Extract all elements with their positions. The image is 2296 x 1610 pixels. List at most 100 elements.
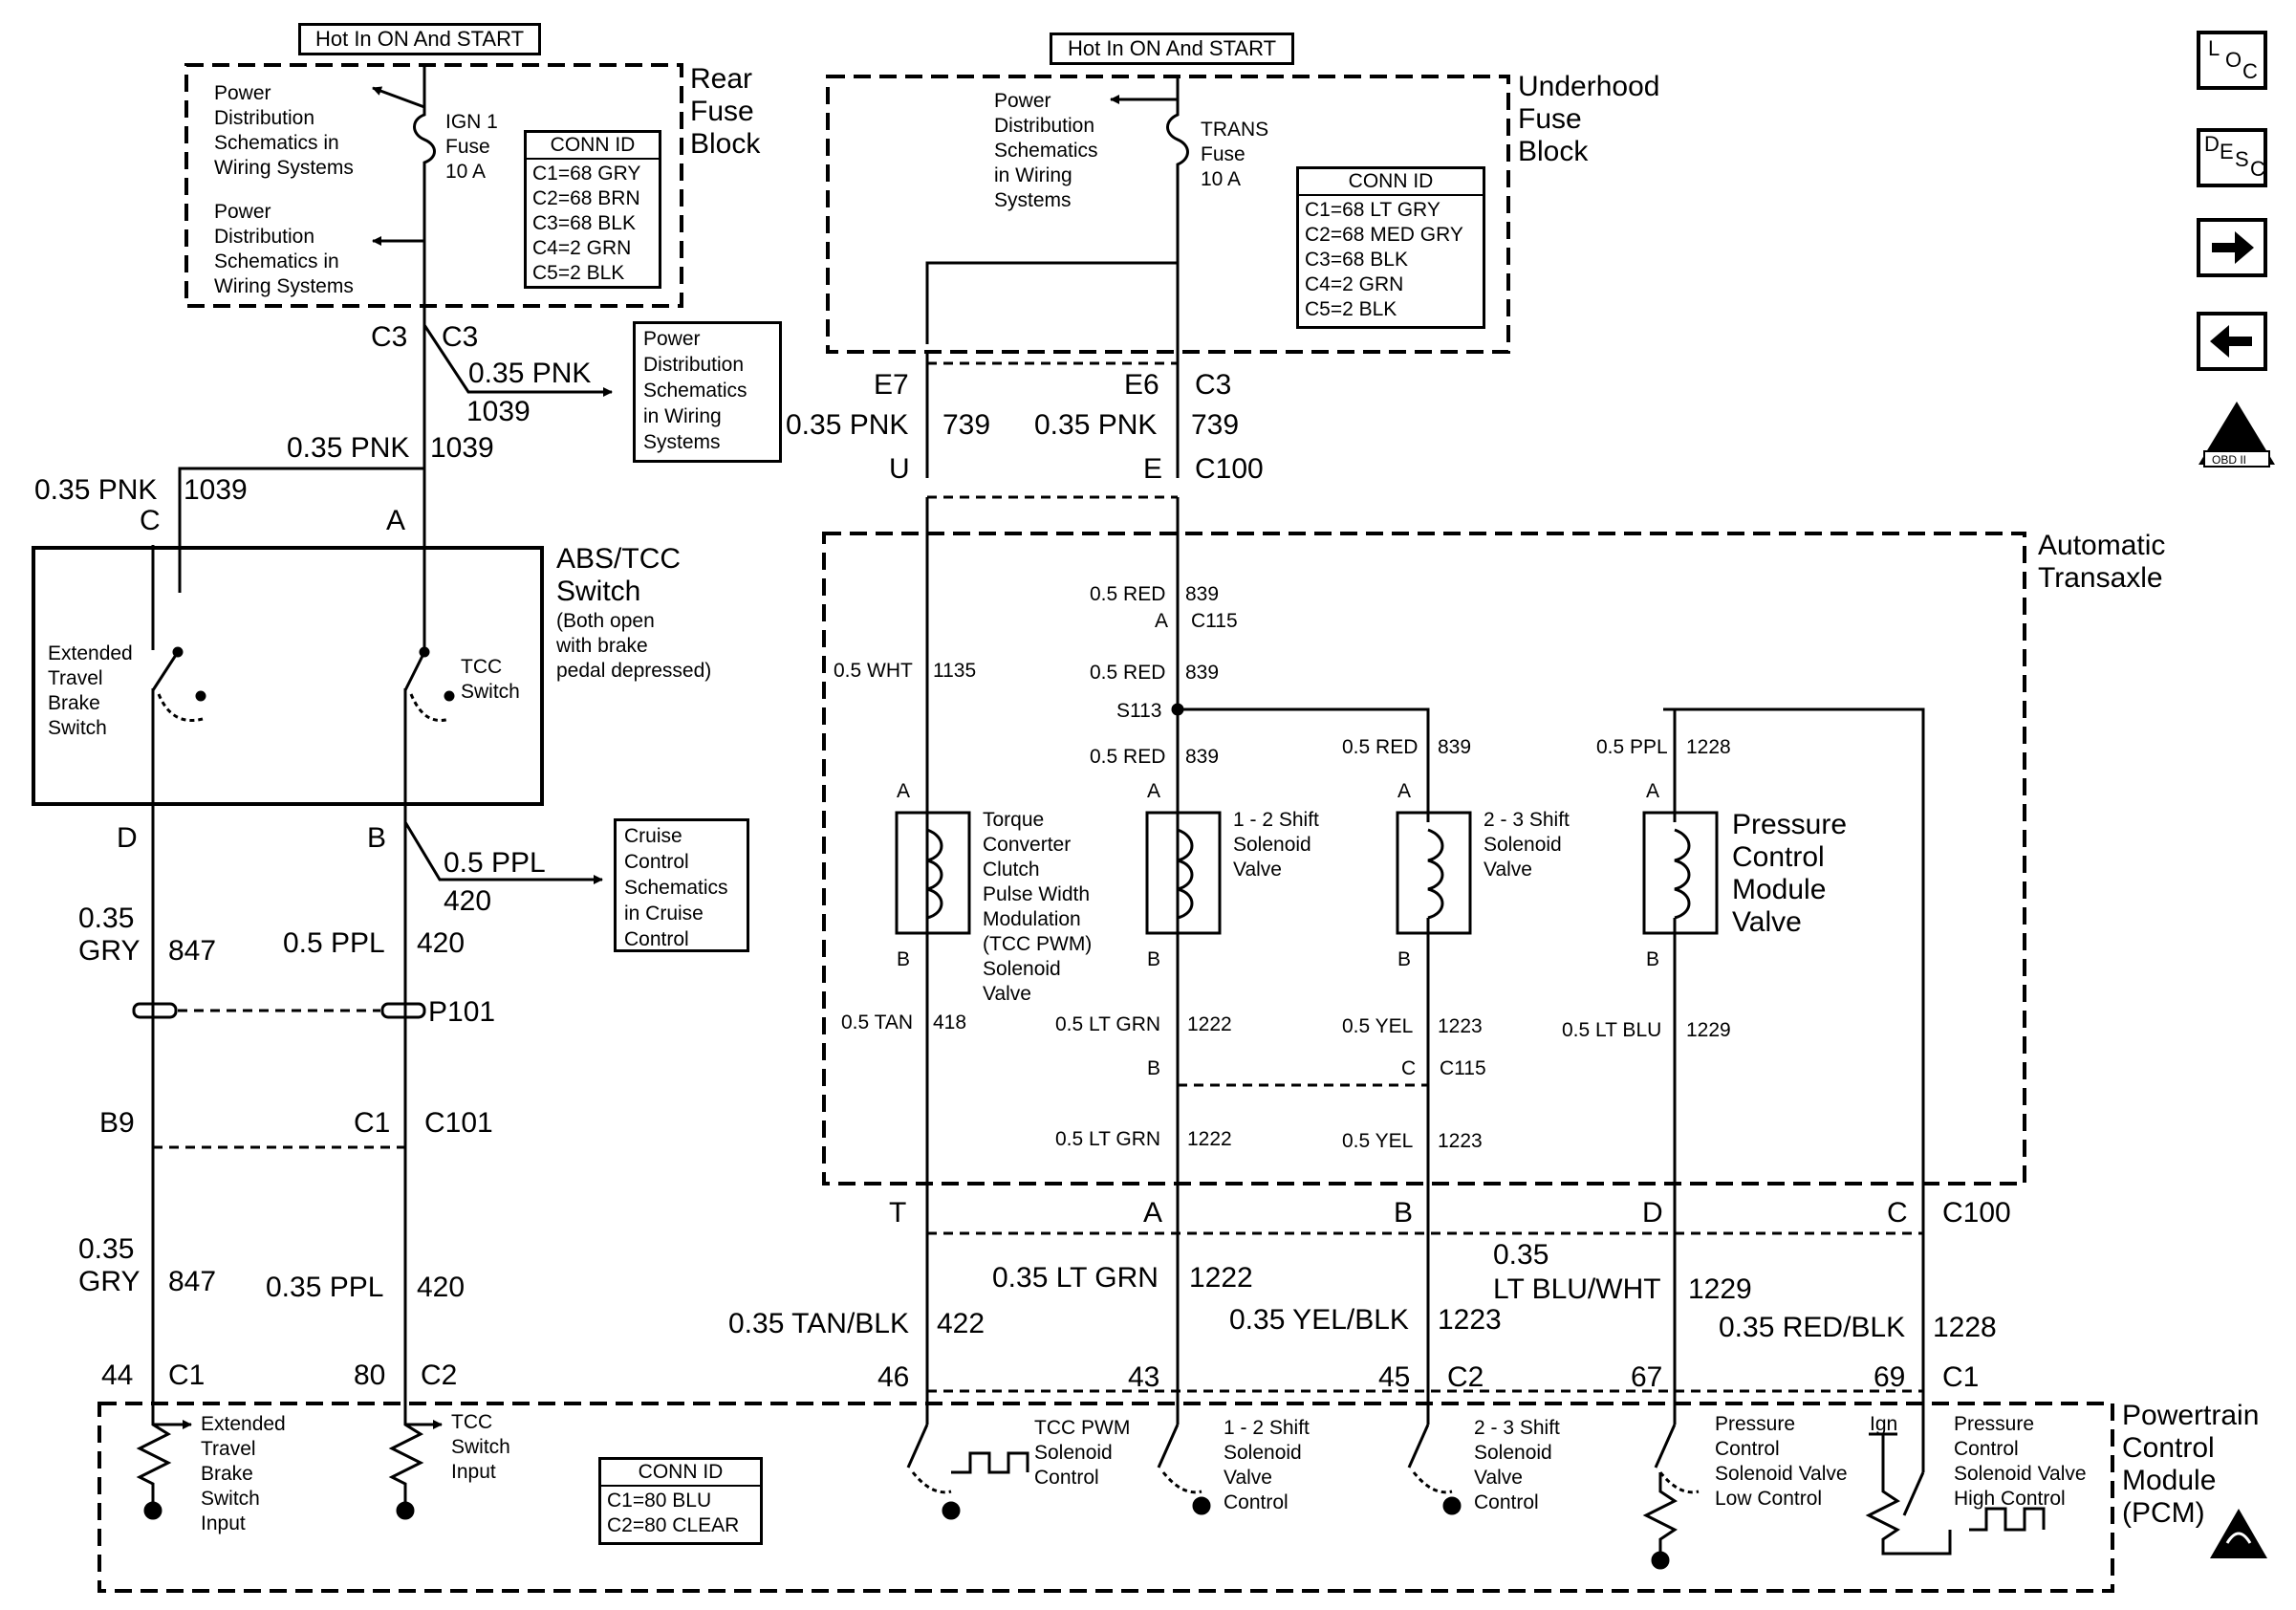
pcm-s12-3: Valve (1224, 1467, 1272, 1489)
abs-title-3: (Both open (556, 610, 655, 632)
conn-row: C3=68 BLK (1305, 249, 1408, 271)
label-w20: P101 (428, 996, 495, 1028)
pcm-ext-2: Travel (201, 1438, 256, 1460)
tcc-sol-3: Clutch (983, 859, 1040, 881)
pcm-s23-2: Solenoid (1474, 1442, 1552, 1464)
underhood-fuse-block-outline (826, 75, 1510, 354)
conn-row: C1=68 GRY (532, 163, 641, 185)
label-t13: 839 (1438, 736, 1471, 758)
label-w6: 1039 (430, 432, 494, 464)
label-t37: 0.5 YEL (1342, 1130, 1413, 1152)
label-t38: 1223 (1438, 1130, 1483, 1152)
ign-fuse-2: Fuse (445, 136, 490, 158)
pcm-tcc-2: Switch (451, 1436, 510, 1458)
tcc-sol-5: Modulation (983, 908, 1081, 930)
label-w18: 0.5 PPL (283, 927, 385, 959)
pcm-pwm-1: TCC PWM (1034, 1417, 1130, 1439)
label-w3: 0.35 PNK (468, 358, 591, 389)
esd-warning-icon (2210, 1509, 2267, 1558)
label-t11: 839 (1185, 746, 1219, 768)
pcm-ext-1: Extended (201, 1413, 286, 1435)
pcm-pch-4: High Control (1954, 1488, 2066, 1510)
label-w25: GRY (78, 1266, 140, 1297)
tcc-sol-7: Solenoid (983, 958, 1061, 980)
label-w10: A (386, 505, 405, 536)
label-t21: B (1147, 948, 1160, 970)
pcv-sol-3: Module (1732, 874, 1826, 905)
arrow-right-icon (2212, 231, 2254, 264)
pcm-s12-1: 1 - 2 Shift (1224, 1417, 1310, 1439)
hot-label-rear: Hot In ON And START (298, 23, 541, 55)
pcm-pch-3: Solenoid Valve (1954, 1463, 2087, 1485)
s23-sol-1: 2 - 3 Shift (1484, 809, 1570, 831)
ref-line: in Cruise (624, 903, 704, 925)
loc-letter: O (2225, 48, 2242, 72)
pd1-line-3: Schematics in (214, 132, 339, 154)
bottom-labels: T A B D C C100 0.35 LT GRN 1222 0.35 LT … (728, 1197, 2011, 1393)
next-page-button[interactable] (2197, 218, 2267, 277)
label-u3: C3 (1195, 369, 1231, 401)
block-titles: Rear Fuse Block Underhood Fuse Block Aut… (555, 63, 2259, 1529)
pcm-pwm-3: Control (1034, 1467, 1099, 1489)
ref-line: Schematics (643, 380, 747, 402)
label-b2: A (1143, 1197, 1162, 1229)
location-button[interactable]: L O C (2197, 31, 2267, 90)
pcm-title-2: Control (2122, 1432, 2215, 1464)
underhood-title-1: Underhood (1518, 71, 1659, 102)
ext-switch-2: Travel (48, 667, 103, 689)
label-u10: C100 (1195, 453, 1264, 485)
obd-ii-icon[interactable]: II OBD II (2199, 402, 2275, 468)
label-b14: 0.35 YEL/BLK (1229, 1304, 1409, 1336)
pd2-line-4: Wiring Systems (214, 275, 354, 297)
label-w24: 0.35 (78, 1233, 134, 1265)
label-t29: 1223 (1438, 1015, 1483, 1037)
label-u8: U (889, 453, 910, 485)
label-w17: 847 (168, 935, 216, 967)
power-distribution-ref[interactable]: Power Distribution Schematics in Wiring … (633, 321, 782, 463)
label-w11: D (117, 822, 138, 854)
label-t5: 0.5 WHT (834, 660, 913, 682)
ext-switch-3: Brake (48, 692, 100, 714)
label-w16: GRY (78, 935, 140, 967)
label-t17: A (1147, 780, 1160, 802)
cruise-control-ref[interactable]: Cruise Control Schematics in Cruise Cont… (614, 818, 749, 952)
label-w26: 847 (168, 1266, 216, 1297)
pcm-s12-2: Solenoid (1224, 1442, 1302, 1464)
loc-letter: C (2242, 59, 2258, 83)
label-w31: 80 (354, 1360, 385, 1391)
rear-fuse-title-2: Fuse (690, 96, 754, 127)
label-b12: 0.35 TAN/BLK (728, 1308, 909, 1339)
label-w2: C3 (442, 321, 478, 353)
conn-row: C1=80 BLU (607, 1490, 712, 1512)
transaxle-title-2: Transaxle (2038, 562, 2163, 594)
component-labels: Power Distribution Schematics in Wiring … (48, 82, 2087, 1534)
s12-sol-2: Solenoid (1233, 834, 1311, 856)
ign-fuse-3: 10 A (445, 161, 486, 183)
desc-letter: C (2250, 157, 2265, 181)
conn-row: C2=68 MED GRY (1305, 224, 1463, 246)
solenoids (895, 811, 1719, 935)
label-w27: 0.35 PPL (266, 1272, 383, 1303)
label-b23: 69 (1874, 1361, 1905, 1393)
label-u2: E6 (1124, 369, 1159, 401)
ext-switch-4: Switch (48, 717, 107, 739)
description-button[interactable]: D E S C (2197, 128, 2267, 187)
underhood-wires (925, 76, 1925, 1396)
svg-text:OBD II: OBD II (2212, 453, 2246, 467)
label-b17: 1228 (1933, 1312, 1997, 1343)
label-w29: 44 (101, 1360, 133, 1391)
previous-page-button[interactable] (2197, 312, 2267, 371)
pd1-line-2: Distribution (214, 107, 314, 129)
label-w15: 0.35 (78, 903, 134, 934)
abs-tcc-switch-box (32, 546, 544, 806)
pcm-pcl-3: Solenoid Valve (1715, 1463, 1848, 1485)
label-w12: B (367, 822, 386, 854)
pcv-sol-2: Control (1732, 841, 1825, 873)
conn-id-title: CONN ID (601, 1460, 760, 1487)
desc-letter: S (2235, 147, 2249, 171)
ref-line: Systems (643, 431, 721, 453)
pd2-line-3: Schematics in (214, 250, 339, 272)
uh-pd-5: Systems (994, 189, 1072, 211)
s12-sol-1: 1 - 2 Shift (1233, 809, 1319, 831)
rear-fuse-block-outline (184, 63, 683, 308)
